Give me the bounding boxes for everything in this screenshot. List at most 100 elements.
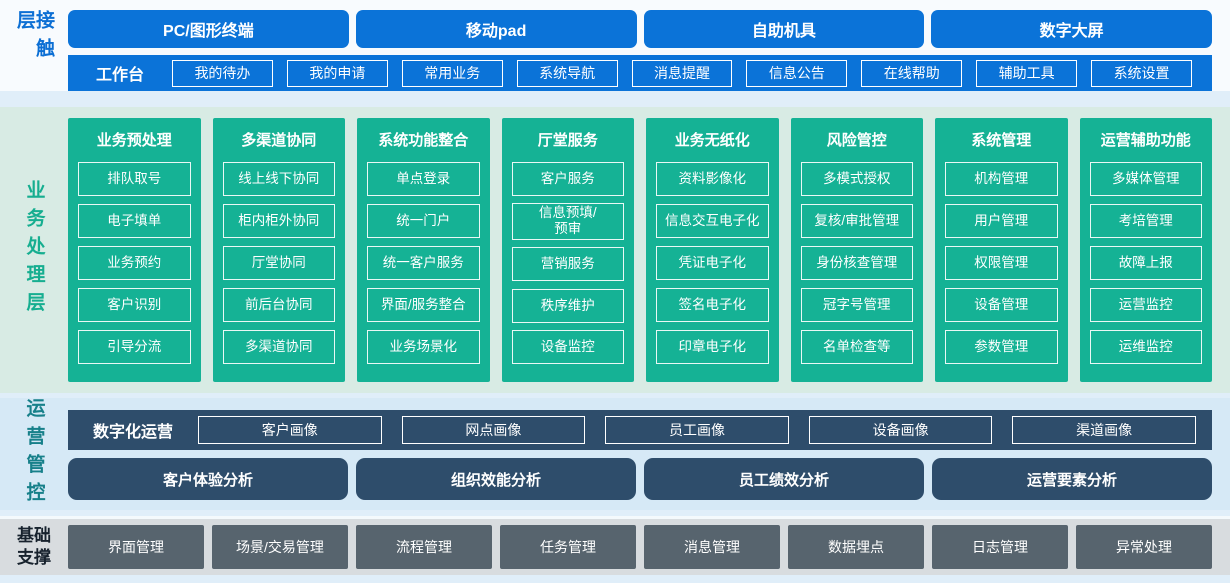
business-cell: 业务场景化 bbox=[367, 330, 480, 364]
analysis-button: 客户体验分析 bbox=[68, 458, 348, 500]
business-cell: 资料影像化 bbox=[656, 162, 769, 196]
business-column-title: 风险管控 bbox=[826, 131, 887, 149]
analysis-button: 组织效能分析 bbox=[356, 458, 636, 500]
foundation-item: 异常处理 bbox=[1076, 525, 1212, 569]
business-column-cells: 线上线下协同 柜内柜外协同 厅堂协同 前后台协同 多渠道协同 bbox=[222, 154, 335, 372]
business-cell: 复核/审批管理 bbox=[800, 204, 913, 238]
business-cell: 厅堂协同 bbox=[222, 246, 335, 280]
contact-layer-section: 接触层 PC/图形终端 移动pad 自助机具 数字大屏 工作台 我的待办 我的申… bbox=[0, 0, 1230, 91]
digital-operations-label: 数字化运营 bbox=[92, 424, 173, 441]
business-column: 业务无纸化 资料影像化 信息交互电子化 凭证电子化 签名电子化 印章电子化 bbox=[646, 118, 779, 382]
business-cell: 统一门户 bbox=[367, 204, 480, 238]
business-cell: 设备管理 bbox=[945, 288, 1058, 322]
business-cell: 签名电子化 bbox=[656, 288, 769, 322]
workbench-item: 在线帮助 bbox=[861, 59, 963, 87]
foundation-item: 任务管理 bbox=[500, 525, 636, 569]
terminal-row: PC/图形终端 移动pad 自助机具 数字大屏 bbox=[68, 10, 1212, 48]
contact-layer-label: 接触层 bbox=[14, 10, 54, 66]
business-column-cells: 单点登录 统一门户 统一客户服务 界面/服务整合 业务场景化 bbox=[367, 154, 480, 372]
business-column-title: 多渠道协同 bbox=[241, 131, 317, 149]
business-layer-label-col: 业务处理层 bbox=[0, 107, 68, 393]
business-cell: 考培管理 bbox=[1089, 204, 1202, 238]
business-column: 系统功能整合 单点登录 统一门户 统一客户服务 界面/服务整合 业务场景化 bbox=[357, 118, 490, 382]
workbench-item: 我的申请 bbox=[286, 59, 388, 87]
foundation-layer-section: 基础支撑 界面管理 场景/交易管理 流程管理 任务管理 消息管理 数据埋点 日志… bbox=[0, 516, 1230, 575]
business-cell: 故障上报 bbox=[1089, 246, 1202, 280]
foundation-item: 界面管理 bbox=[68, 525, 204, 569]
business-column-title: 系统功能整合 bbox=[378, 131, 469, 149]
business-cell: 线上线下协同 bbox=[222, 162, 335, 196]
terminal-button: PC/图形终端 bbox=[68, 10, 349, 48]
business-cell: 参数管理 bbox=[945, 330, 1058, 364]
portrait-item: 员工画像 bbox=[605, 416, 789, 444]
portrait-item: 客户画像 bbox=[198, 416, 382, 444]
business-column-cells: 多媒体管理 考培管理 故障上报 运营监控 运维监控 bbox=[1089, 154, 1202, 372]
terminal-button: 数字大屏 bbox=[931, 10, 1212, 48]
business-columns: 业务预处理 排队取号 电子填单 业务预约 客户识别 引导分流 多渠道协同 线上线… bbox=[68, 107, 1212, 393]
business-cell: 运营监控 bbox=[1089, 288, 1202, 322]
workbench-item: 常用业务 bbox=[401, 59, 503, 87]
workbench-item: 信息公告 bbox=[746, 59, 848, 87]
business-cell: 多模式授权 bbox=[800, 162, 913, 196]
contact-layer-label-col: 接触层 bbox=[0, 10, 68, 91]
business-cell: 多媒体管理 bbox=[1089, 162, 1202, 196]
business-cell: 冠字号管理 bbox=[800, 288, 913, 322]
foundation-items: 界面管理 场景/交易管理 流程管理 任务管理 消息管理 数据埋点 日志管理 异常… bbox=[68, 519, 1212, 575]
foundation-layer-label: 基础支撑 bbox=[17, 525, 51, 567]
workbench-item: 消息提醒 bbox=[631, 59, 733, 87]
business-column-cells: 排队取号 电子填单 业务预约 客户识别 引导分流 bbox=[78, 154, 191, 372]
business-cell: 身份核查管理 bbox=[800, 246, 913, 280]
workbench-item: 系统设置 bbox=[1091, 59, 1193, 87]
business-column-cells: 多模式授权 复核/审批管理 身份核查管理 冠字号管理 名单检查等 bbox=[800, 154, 913, 372]
business-cell: 业务预约 bbox=[78, 246, 191, 280]
business-column-cells: 资料影像化 信息交互电子化 凭证电子化 签名电子化 印章电子化 bbox=[656, 154, 769, 372]
business-column: 业务预处理 排队取号 电子填单 业务预约 客户识别 引导分流 bbox=[68, 118, 201, 382]
business-column-title: 厅堂服务 bbox=[537, 131, 598, 149]
operations-layer-label: 运营管控 bbox=[23, 398, 45, 510]
business-column-cells: 机构管理 用户管理 权限管理 设备管理 参数管理 bbox=[945, 154, 1058, 372]
foundation-item: 消息管理 bbox=[644, 525, 780, 569]
portrait-item: 网点画像 bbox=[401, 416, 586, 444]
foundation-item: 流程管理 bbox=[356, 525, 492, 569]
workbench-bar: 工作台 我的待办 我的申请 常用业务 系统导航 消息提醒 信息公告 在线帮助 辅… bbox=[68, 55, 1212, 91]
business-cell: 用户管理 bbox=[945, 204, 1058, 238]
business-cell: 机构管理 bbox=[945, 162, 1058, 196]
business-cell: 界面/服务整合 bbox=[367, 288, 480, 322]
operations-layer-label-col: 运营管控 bbox=[0, 398, 68, 510]
business-cell: 设备监控 bbox=[511, 330, 624, 365]
business-cell: 统一客户服务 bbox=[367, 246, 480, 280]
workbench-item: 辅助工具 bbox=[976, 59, 1078, 87]
business-cell: 电子填单 bbox=[78, 204, 191, 238]
business-cell: 营销服务 bbox=[511, 247, 624, 282]
portrait-item: 渠道画像 bbox=[1012, 416, 1196, 444]
business-cell: 权限管理 bbox=[945, 246, 1058, 280]
operations-layer-section: 运营管控 数字化运营 客户画像 网点画像 员工画像 设备画像 渠道画像 客户体验… bbox=[0, 398, 1230, 510]
portrait-item: 设备画像 bbox=[808, 416, 993, 444]
workbench-item: 我的待办 bbox=[172, 59, 273, 87]
business-cell: 柜内柜外协同 bbox=[222, 204, 335, 238]
analysis-row: 客户体验分析 组织效能分析 员工绩效分析 运营要素分析 bbox=[68, 458, 1212, 500]
business-cell: 多渠道协同 bbox=[222, 330, 335, 364]
business-column-title: 业务无纸化 bbox=[674, 131, 750, 149]
portrait-items: 客户画像 网点画像 员工画像 设备画像 渠道画像 bbox=[198, 416, 1196, 444]
business-cell: 信息交互电子化 bbox=[656, 204, 769, 238]
workbench-items: 我的待办 我的申请 常用业务 系统导航 消息提醒 信息公告 在线帮助 辅助工具 … bbox=[172, 59, 1193, 87]
business-cell: 客户服务 bbox=[511, 161, 624, 196]
business-cell: 印章电子化 bbox=[656, 330, 769, 364]
workbench-item: 系统导航 bbox=[516, 59, 618, 87]
business-cell: 排队取号 bbox=[78, 162, 191, 196]
business-column-title: 业务预处理 bbox=[96, 131, 172, 149]
analysis-button: 运营要素分析 bbox=[932, 458, 1212, 500]
analysis-button: 员工绩效分析 bbox=[644, 458, 924, 500]
business-cell: 单点登录 bbox=[367, 162, 480, 196]
business-cell: 秩序维护 bbox=[511, 288, 624, 323]
business-layer-label: 业务处理层 bbox=[23, 180, 45, 320]
workbench-label: 工作台 bbox=[95, 67, 144, 84]
business-cell: 前后台协同 bbox=[222, 288, 335, 322]
business-column: 厅堂服务 客户服务 信息预填/ 预审 营销服务 秩序维护 设备监控 bbox=[501, 118, 634, 382]
foundation-item: 数据埋点 bbox=[788, 525, 924, 569]
business-column-title: 系统管理 bbox=[971, 131, 1032, 149]
business-column-title: 运营辅助功能 bbox=[1100, 131, 1191, 149]
business-layer-section: 业务处理层 业务预处理 排队取号 电子填单 业务预约 客户识别 引导分流 多渠道… bbox=[0, 107, 1230, 393]
